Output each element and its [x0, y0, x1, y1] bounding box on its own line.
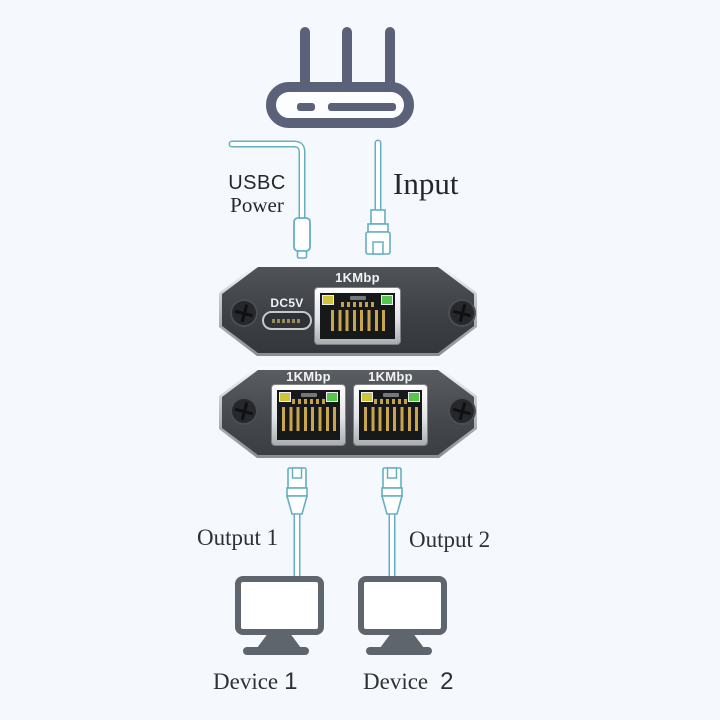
- port-notch-icon: [349, 296, 366, 300]
- port-gold-pins-icon: [363, 407, 418, 431]
- router-antenna-icon: [300, 27, 310, 89]
- input-label: Input: [393, 166, 459, 201]
- usbc-label-line2: Power: [230, 193, 284, 217]
- link-led-yellow-icon: [361, 392, 373, 402]
- monitor-icon: [358, 576, 447, 635]
- monitor-icon: [235, 576, 324, 635]
- ethernet-output-port-2: [354, 385, 427, 445]
- ethernet-port-cavity: [320, 293, 395, 339]
- port-notch-icon: [382, 393, 399, 397]
- ethernet-port-cavity: [359, 390, 422, 440]
- output-port2-label: 1KMbp: [368, 369, 413, 384]
- output1-label: Output 1: [197, 525, 279, 550]
- monitor-base-icon: [366, 647, 432, 655]
- port-gold-contacts-icon: [291, 399, 326, 404]
- rj45-plug-boot-icon: [380, 495, 404, 515]
- usbc-power-port: [262, 311, 312, 330]
- usbc-power-label: USBC Power: [218, 172, 296, 217]
- splitter-back-view: [219, 367, 477, 458]
- monitor-stand-icon: [257, 635, 301, 648]
- usbc-label-line1: USBC: [228, 172, 286, 194]
- port-gold-pins-icon: [330, 310, 385, 331]
- output2-ethernet-cable-icon: [380, 467, 404, 576]
- port-gold-contacts-icon: [340, 302, 375, 307]
- rj45-plug-boot-icon: [370, 209, 386, 225]
- link-led-yellow-icon: [322, 295, 334, 305]
- dc5v-label: DC5V: [270, 296, 304, 310]
- port-contact-block: [291, 392, 326, 404]
- monitor-stand-icon: [380, 635, 424, 648]
- port-contact-block: [373, 392, 408, 404]
- device1-number: 1: [284, 668, 298, 695]
- link-led-green-icon: [381, 295, 393, 305]
- device1-name: Device: [213, 669, 279, 694]
- usbc-connector-icon: [293, 217, 311, 252]
- port-notch-icon: [300, 393, 317, 397]
- router-indicator-dash-icon: [297, 103, 315, 111]
- device2-name: Device: [363, 669, 429, 694]
- ethernet-output-port-1: [272, 385, 345, 445]
- monitor-base-icon: [243, 647, 309, 655]
- port-gold-contacts-icon: [373, 399, 408, 404]
- link-led-green-icon: [326, 392, 338, 402]
- ethernet-input-port: [315, 288, 400, 344]
- router-antenna-icon: [342, 27, 352, 89]
- port-contact-block: [340, 295, 375, 307]
- output-port1-label: 1KMbp: [286, 369, 331, 384]
- device2-number: 2: [440, 668, 454, 695]
- usbc-port-pins-icon: [272, 318, 302, 323]
- output2-label: Output 2: [409, 527, 491, 552]
- input-port-label: 1KMbp: [335, 270, 380, 285]
- router-indicator-bar-icon: [328, 103, 396, 111]
- output1-ethernet-cable-icon: [285, 467, 309, 576]
- input-ethernet-cable-icon: [365, 139, 391, 255]
- link-led-yellow-icon: [279, 392, 291, 402]
- port-gold-pins-icon: [281, 407, 336, 431]
- ethernet-port-cavity: [277, 390, 340, 440]
- rj45-plug-boot-icon: [285, 495, 309, 515]
- device2-label: Device 2: [363, 668, 454, 696]
- usbc-power-cable-icon: [228, 140, 311, 259]
- link-led-green-icon: [408, 392, 420, 402]
- router-antenna-icon: [385, 27, 395, 89]
- splitter-back-body: [222, 370, 474, 455]
